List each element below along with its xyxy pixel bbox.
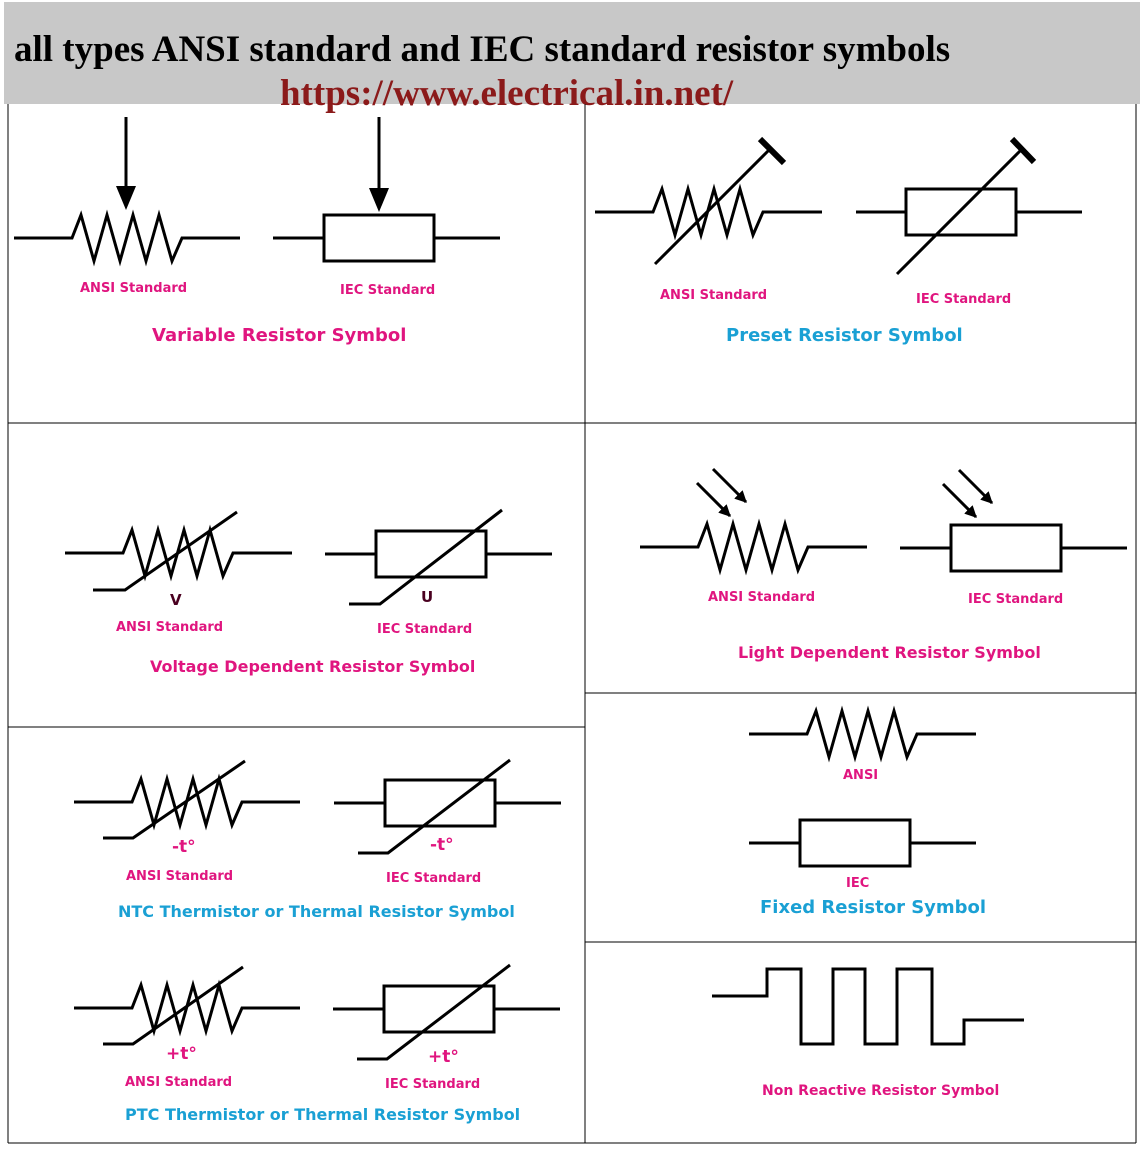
vdr-iec-mark: U [421,588,433,606]
source-url: https://www.electrical.in.net/ [280,73,734,114]
page-title: all types ANSI standard and IEC standard… [14,29,951,70]
vdr-iec-symbol [325,508,552,606]
ldr-ansi-symbol [640,467,867,576]
ntc-ansi-symbol [74,759,300,840]
ptc-ansi-symbol [74,965,300,1046]
ntc-iec-symbol [334,758,561,855]
header-banner: all types ANSI standard and IEC standard… [4,2,1140,114]
fixed-caption: Fixed Resistor Symbol [760,897,986,918]
vdr-ansi-label: ANSI Standard [116,620,223,635]
variable-ansi-symbol [14,117,240,267]
ptc-ansi-label: ANSI Standard [125,1075,232,1090]
variable-caption: Variable Resistor Symbol [152,325,406,346]
vdr-ansi-symbol [65,510,292,592]
ldr-iec-symbol [900,468,1127,573]
ntc-iec-mark: -t° [430,835,454,855]
variable-iec-symbol [273,117,500,263]
preset-caption: Preset Resistor Symbol [726,325,963,346]
ntc-caption: NTC Thermistor or Thermal Resistor Symbo… [118,902,515,921]
ptc-iec-label: IEC Standard [385,1077,480,1092]
fixed-ansi-label: ANSI [843,768,878,783]
ntc-ansi-label: ANSI Standard [126,869,233,884]
nonreactive-symbol [712,967,1024,1046]
ptc-iec-mark: +t° [428,1047,459,1067]
ptc-caption: PTC Thermistor or Thermal Resistor Symbo… [125,1105,520,1124]
vdr-ansi-mark: V [170,591,182,609]
ntc-iec-label: IEC Standard [386,871,481,886]
ldr-ansi-label: ANSI Standard [708,590,815,605]
fixed-iec-symbol [749,818,976,868]
preset-ansi-label: ANSI Standard [660,288,767,303]
ntc-ansi-mark: -t° [172,837,196,857]
preset-iec-symbol [856,136,1082,276]
fixed-ansi-symbol [749,705,976,763]
ldr-caption: Light Dependent Resistor Symbol [738,643,1041,662]
vdr-caption: Voltage Dependent Resistor Symbol [150,657,475,676]
vdr-iec-label: IEC Standard [377,622,472,637]
ldr-iec-label: IEC Standard [968,592,1063,607]
fixed-iec-label: IEC [846,876,869,891]
variable-ansi-label: ANSI Standard [80,281,187,296]
nonreactive-caption: Non Reactive Resistor Symbol [762,1083,999,1099]
preset-ansi-symbol [595,136,822,266]
ptc-iec-symbol [333,963,560,1061]
preset-iec-label: IEC Standard [916,292,1011,307]
ptc-ansi-mark: +t° [166,1044,197,1064]
variable-iec-label: IEC Standard [340,283,435,298]
table-grid [7,104,1137,1144]
